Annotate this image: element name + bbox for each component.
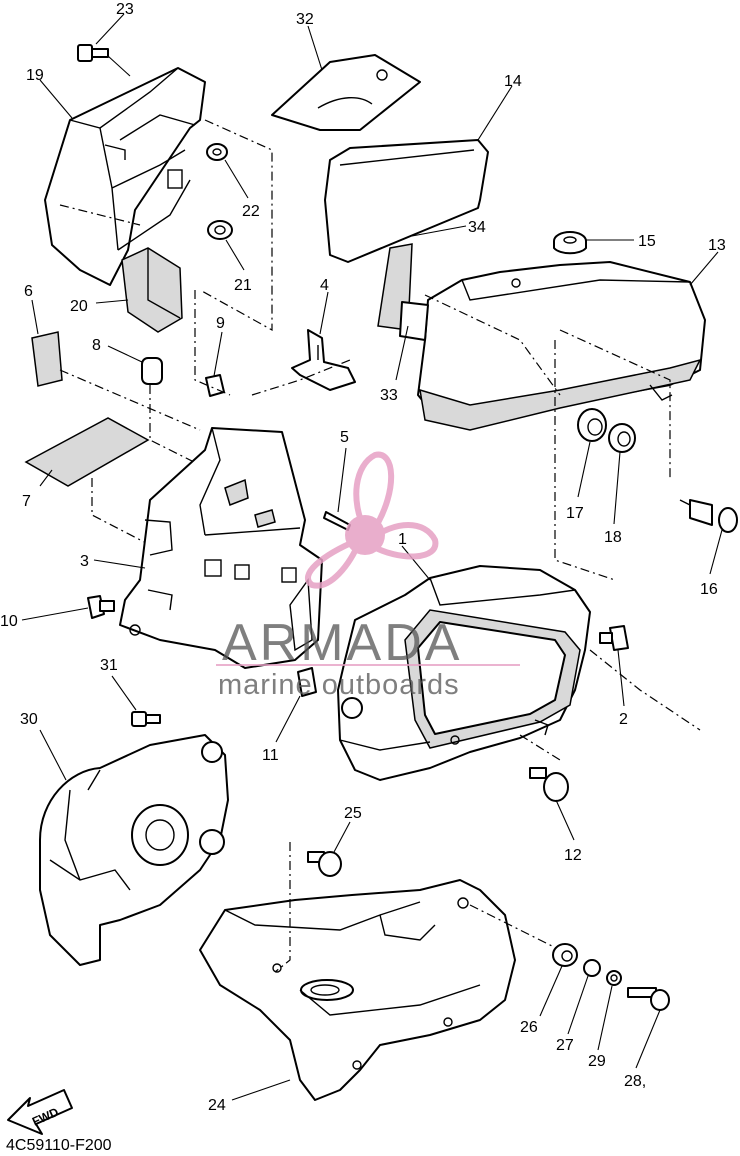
watermark-brand: ARMADA xyxy=(222,614,462,672)
callout-30: 30 xyxy=(20,711,38,728)
assembly-line xyxy=(559,329,671,480)
part-28-bolt xyxy=(627,987,670,1011)
part-15-grommet xyxy=(553,231,587,255)
callout-24: 24 xyxy=(208,1097,226,1114)
callout-1: 1 xyxy=(398,531,407,548)
callout-10: 10 xyxy=(0,613,18,630)
diagram-code: 4C59110-F200 xyxy=(6,1137,112,1154)
part-24-crankcase-cover xyxy=(199,879,516,1101)
assembly-line xyxy=(519,734,561,761)
part-1-housing xyxy=(337,565,591,781)
part-5-pin xyxy=(323,511,351,531)
part-19-upper-cover xyxy=(44,67,206,286)
callout-25: 25 xyxy=(344,805,362,822)
callout-5: 5 xyxy=(340,429,349,446)
callout-28: 28, xyxy=(624,1073,646,1090)
callout-13: 13 xyxy=(708,237,726,254)
part-20-pad xyxy=(121,247,183,333)
part-12-bolt xyxy=(529,767,569,802)
part-14-side-panel xyxy=(324,139,489,263)
part-26-grommet xyxy=(552,943,578,967)
part-13-tank-cover xyxy=(417,261,706,431)
callout-14: 14 xyxy=(504,73,522,90)
part-29-washer xyxy=(606,970,622,986)
assembly-line xyxy=(469,904,561,951)
part-9-clip xyxy=(205,374,225,397)
armada-watermark: ARMADA marine outboards xyxy=(216,451,520,701)
part-18-collar xyxy=(608,423,636,453)
assembly-line xyxy=(59,204,141,226)
part-33-label xyxy=(399,301,429,341)
assembly-line xyxy=(59,369,201,431)
leader-lines xyxy=(21,13,723,1101)
callout-6: 6 xyxy=(24,283,33,300)
part-4-bracket xyxy=(291,329,356,391)
callout-23: 23 xyxy=(116,1,134,18)
propeller-logo xyxy=(305,451,439,589)
callout-2: 2 xyxy=(619,711,628,728)
part-10-bolt xyxy=(87,595,115,619)
fwd-arrow: FWD xyxy=(7,1089,73,1135)
callout-26: 26 xyxy=(520,1019,538,1036)
callout-3: 3 xyxy=(80,553,89,570)
assembly-line xyxy=(274,842,291,973)
part-8-grommet xyxy=(141,357,163,385)
part-2-bolt xyxy=(599,625,629,651)
callout-34: 34 xyxy=(468,219,486,236)
part-3-bracket-panel xyxy=(119,427,323,669)
part-32-pad xyxy=(271,54,421,131)
callout-16: 16 xyxy=(700,581,718,598)
part-17-collar xyxy=(577,408,607,442)
callout-9: 9 xyxy=(216,315,225,332)
callout-21: 21 xyxy=(234,277,252,294)
part-27-collar xyxy=(583,959,601,977)
assembly-line xyxy=(91,478,151,546)
callout-17: 17 xyxy=(566,505,584,522)
callout-19: 19 xyxy=(26,67,44,84)
callout-8: 8 xyxy=(92,337,101,354)
callout-20: 20 xyxy=(70,298,88,315)
part-7-pad xyxy=(24,417,150,487)
assembly-line xyxy=(194,290,231,396)
part-11-clip xyxy=(297,667,317,697)
assembly-line xyxy=(149,385,211,471)
part-31-bolt xyxy=(131,711,161,727)
callout-33: 33 xyxy=(380,387,398,404)
callout-7: 7 xyxy=(22,493,31,510)
watermark-tagline: marine outboards xyxy=(218,669,460,701)
callout-12: 12 xyxy=(564,847,582,864)
callout-31: 31 xyxy=(100,657,118,674)
callout-29: 29 xyxy=(588,1053,606,1070)
callout-27: 27 xyxy=(556,1037,574,1054)
callout-4: 4 xyxy=(320,277,329,294)
callout-18: 18 xyxy=(604,529,622,546)
callout-labels: 23 19 32 14 15 13 34 33 4 22 21 20 6 8 9… xyxy=(0,1,726,1114)
part-23-bolt xyxy=(77,44,131,77)
part-25-bolt xyxy=(307,851,342,877)
part-30-sprocket-cover xyxy=(39,734,229,966)
part-6-label xyxy=(31,331,63,387)
callout-32: 32 xyxy=(296,11,314,28)
part-21-grommet xyxy=(207,220,233,240)
part-16-screw xyxy=(679,499,738,533)
callout-15: 15 xyxy=(638,233,656,250)
assembly-line xyxy=(589,649,701,731)
callout-22: 22 xyxy=(242,203,260,220)
callout-11: 11 xyxy=(262,747,279,764)
part-22-grommet xyxy=(206,143,228,161)
